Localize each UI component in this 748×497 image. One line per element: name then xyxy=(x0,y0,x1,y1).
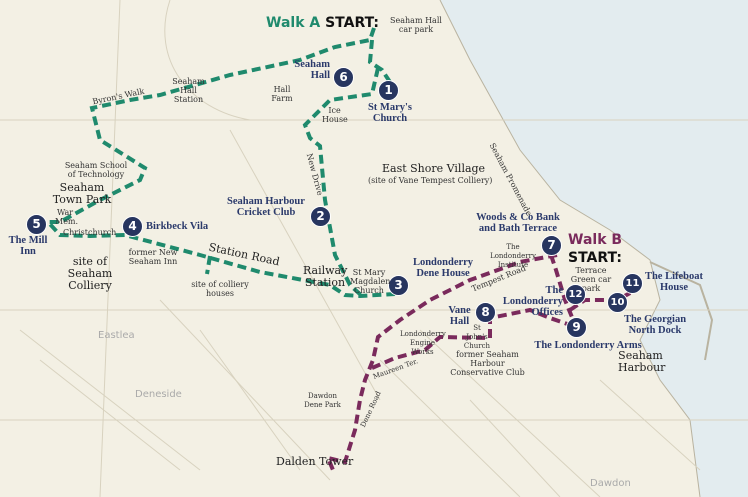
stop-name-6: Seaham Hall xyxy=(294,59,330,81)
walk-a-title: Walk A xyxy=(266,15,321,31)
stop-name-3: Londonderry Dene House xyxy=(412,257,474,279)
label-former-conservative-club: former Seaham Harbour Conservative Club xyxy=(450,350,525,377)
label-st-johns-church: St John's Church xyxy=(463,324,491,350)
label-londonderry-institute: The Londonderry Institute xyxy=(490,243,536,269)
stop-marker-1[interactable]: 1 xyxy=(378,80,399,101)
stop-marker-3[interactable]: 3 xyxy=(388,275,409,296)
label-deneside: Deneside xyxy=(135,389,182,400)
walk-a-route-main xyxy=(43,27,396,299)
stop-marker-10[interactable]: 10 xyxy=(607,292,628,313)
stop-name-9: The Londonderry Arms xyxy=(534,340,642,351)
label-former-new-seaham-inn: former New Seaham Inn xyxy=(128,248,178,266)
label-site-of-colliery-houses: site of colliery houses xyxy=(191,280,249,298)
label-east-shore-village: East Shore Village xyxy=(382,162,486,175)
stop-marker-5[interactable]: 5 xyxy=(26,214,47,235)
stop-marker-4[interactable]: 4 xyxy=(122,216,143,237)
label-war-memorial: War Mem. xyxy=(55,208,79,226)
stop-name-1: St Mary's Church xyxy=(367,102,413,124)
walk-a-route-ice-house xyxy=(367,39,392,84)
label-christchurch: Christchurch xyxy=(63,228,117,237)
stop-name-12: The Londonderry Offices xyxy=(502,285,563,318)
label-railway-station: Railway Station xyxy=(303,264,348,289)
walk-a-start-place: Seaham Hall car park xyxy=(390,16,442,34)
stop-marker-12[interactable]: 12 xyxy=(565,284,586,305)
stop-marker-9[interactable]: 9 xyxy=(566,317,587,338)
stop-name-8: Vane Hall xyxy=(448,305,471,327)
label-seaham-harbour: Seaham Harbour xyxy=(618,349,666,374)
walk-a-route-new-drive xyxy=(302,67,380,298)
label-school-of-technology: Seaham School of Technology xyxy=(64,161,128,179)
stop-marker-8[interactable]: 8 xyxy=(475,302,496,323)
label-seaham-town-park: Seaham Town Park xyxy=(52,181,112,206)
label-dawdon-dene-park: Dawdon Dene Park xyxy=(304,392,341,409)
label-eastlea: Eastlea xyxy=(98,330,135,341)
walk-b-route-vane-hall xyxy=(371,307,577,370)
walk-b-route-main xyxy=(324,253,558,471)
walk-b-title: Walk B xyxy=(568,232,623,248)
stop-name-10: The Georgian North Dock xyxy=(623,314,687,336)
label-east-shore-sub: (site of Vane Tempest Colliery) xyxy=(368,176,493,185)
sea xyxy=(440,0,748,497)
stop-name-5: The Mill Inn xyxy=(8,235,48,257)
label-ice-house: Ice House xyxy=(322,106,348,124)
stop-marker-2[interactable]: 2 xyxy=(310,206,331,227)
label-hall-farm: Hall Farm xyxy=(271,85,293,103)
stop-marker-11[interactable]: 11 xyxy=(622,273,643,294)
walk-a-start-heading: Walk A START: xyxy=(266,15,379,31)
walk-b-start: START: xyxy=(568,250,622,266)
stop-name-2: Seaham Harbour Cricket Club xyxy=(227,196,305,218)
stop-marker-7[interactable]: 7 xyxy=(541,235,562,256)
stop-name-7: Woods & Co Bank and Bath Terrace xyxy=(476,212,560,234)
walk-a-spur-colliery-houses xyxy=(205,255,212,275)
stop-name-4: Birkbeck Vila xyxy=(146,221,209,232)
stop-marker-6[interactable]: 6 xyxy=(333,67,354,88)
label-site-of-seaham-colliery: site of Seaham Colliery xyxy=(67,255,113,292)
label-londonderry-engine-works: Londonderry Engine Works xyxy=(400,330,446,356)
walk-a-start: START: xyxy=(325,15,380,31)
label-st-mary-magdalen-church: St Mary Magdalen Church xyxy=(350,268,391,295)
label-seaham-hall-station: Seaham Hall Station xyxy=(172,77,205,104)
walk-b-route-harbour xyxy=(549,254,578,328)
pier xyxy=(649,261,714,361)
stop-name-11: The Lifeboat House xyxy=(644,271,704,293)
label-dawdon: Dawdon xyxy=(590,478,631,489)
walk-b-start-place: Terrace Green car park xyxy=(570,266,612,293)
label-dalden-tower: Dalden Tower xyxy=(276,455,354,468)
